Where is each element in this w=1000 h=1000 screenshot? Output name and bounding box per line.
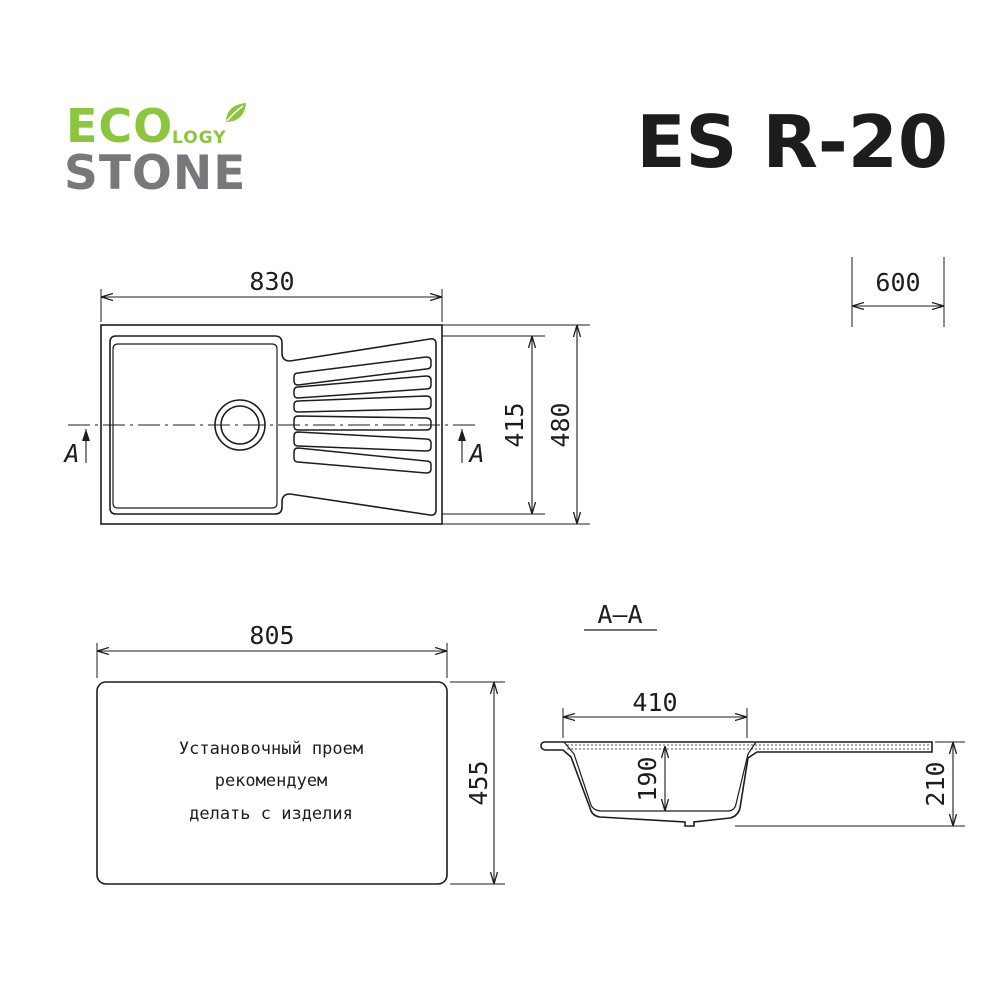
drainer-groove xyxy=(293,395,432,413)
drainer-groove xyxy=(293,375,432,399)
dim-label-415: 415 xyxy=(500,402,529,447)
dim-label-830: 830 xyxy=(249,267,294,296)
dim-label-210: 210 xyxy=(921,761,950,806)
drainer-groove xyxy=(293,447,432,474)
cutout-note-line-1: Установочный проем xyxy=(179,739,363,759)
dim-label-600: 600 xyxy=(875,268,920,297)
brand-logo: ECO LOGY STONE xyxy=(64,100,264,210)
section-mark-left: A xyxy=(62,439,79,468)
cutout-outline xyxy=(96,681,448,885)
cutout-note-line-3: делать с изделия xyxy=(189,804,353,824)
logo-eco-text: ECO xyxy=(66,99,174,153)
cutout-view xyxy=(96,643,505,885)
logo-logy-text: LOGY xyxy=(172,128,227,148)
dim-label-190: 190 xyxy=(633,756,662,801)
cabinet-dimension xyxy=(851,257,945,327)
dim-label-455: 455 xyxy=(464,760,493,805)
sink-section-profile xyxy=(540,741,933,827)
dim-label-805: 805 xyxy=(249,621,294,650)
drainer-groove xyxy=(293,356,432,386)
bowl-and-drainer-rim xyxy=(109,335,437,516)
drainer-groove xyxy=(293,431,432,452)
logo-stone-text: STONE xyxy=(64,146,247,201)
drainer-groove xyxy=(293,415,432,431)
model-title: ES R-20 xyxy=(636,100,948,184)
dim-label-480: 480 xyxy=(546,402,575,447)
sink-outline xyxy=(100,324,443,525)
dim-label-410: 410 xyxy=(632,688,677,717)
section-mark-right: A xyxy=(467,439,484,468)
section-view xyxy=(540,629,965,827)
leaf-icon xyxy=(226,103,246,122)
cutout-note-line-2: рекомендуем xyxy=(215,771,328,791)
bowl-inner xyxy=(112,343,278,509)
top-view xyxy=(68,289,590,525)
section-title: A–A xyxy=(597,600,642,629)
drainer-grooves xyxy=(293,356,432,474)
